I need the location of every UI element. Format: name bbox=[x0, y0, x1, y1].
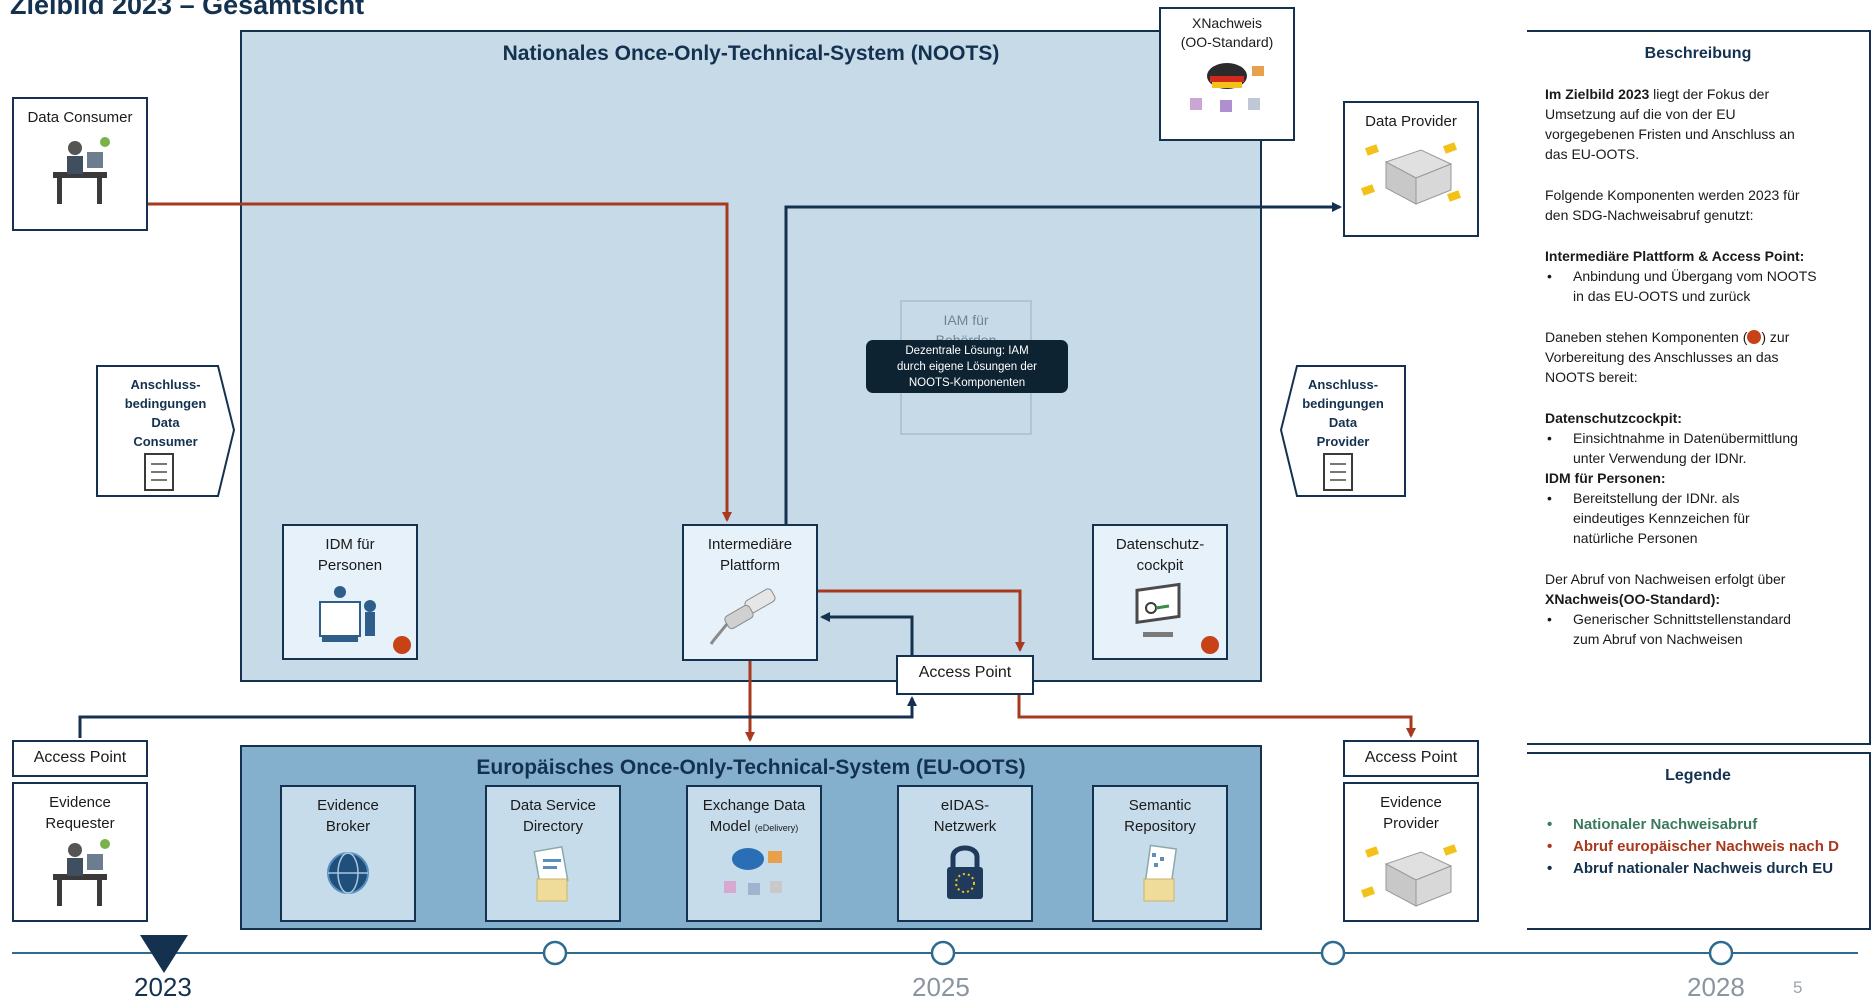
preparation-dot bbox=[1201, 636, 1219, 654]
plattform-label-2: Plattform bbox=[719, 557, 780, 574]
right-access-point: Access Point bbox=[1343, 740, 1479, 777]
xnachweis-label-1: XNachweis bbox=[1191, 15, 1263, 31]
arrow-plattform-to-provider bbox=[784, 202, 1342, 524]
beschreibung-title: Beschreibung bbox=[1644, 45, 1752, 62]
iam-tooltip: Dezentrale Lösung: IAM durch eigene Lösu… bbox=[866, 340, 1068, 393]
globe-icon bbox=[327, 852, 369, 894]
exchange-data-model-box: Exchange Data Model (eDelivery) bbox=[686, 785, 822, 922]
evidence-provider-label-1: Evidence bbox=[1380, 794, 1442, 811]
arrow-accesspoint-to-evidence-provider bbox=[1017, 695, 1416, 738]
anschluss-consumer-label: Anschluss- bedingungen Data Consumer bbox=[124, 377, 207, 449]
timeline-year-2028: 2028 bbox=[1687, 972, 1745, 1002]
building-network-icon bbox=[1360, 142, 1462, 205]
arrow-requester-to-accesspoint bbox=[78, 696, 917, 738]
arrow-plattform-to-accesspoint bbox=[818, 589, 1025, 652]
checklist-icon bbox=[1323, 453, 1353, 491]
left-access-point: Access Point bbox=[12, 740, 148, 777]
evidence-broker-box: Evidence Broker bbox=[280, 785, 416, 922]
building-network-icon bbox=[1360, 844, 1458, 907]
data-provider-box: Data Provider bbox=[1343, 101, 1479, 237]
xnachweis-box: XNachweis (OO-Standard) bbox=[1159, 7, 1295, 141]
document-folder-icon bbox=[533, 845, 569, 902]
intermediaere-plattform-box: Intermediäre Plattform bbox=[682, 524, 818, 661]
evidence-requester-box: Evidence Requester bbox=[12, 782, 148, 922]
noots-access-point: Access Point bbox=[896, 655, 1034, 695]
anschluss-consumer-shape bbox=[96, 365, 236, 497]
idm-label-2: Personen bbox=[317, 557, 383, 574]
timeline-marker-current bbox=[140, 935, 188, 973]
data-consumer-label: Data Consumer bbox=[27, 109, 133, 126]
page-title: Zielbild 2023 – Gesamtsicht bbox=[10, 0, 365, 20]
eu-oots-title: Europäisches Once-Only-Technical-System … bbox=[476, 756, 1026, 779]
data-provider-label: Data Provider bbox=[1365, 113, 1457, 130]
timeline-year-2025: 2025 bbox=[912, 972, 970, 1002]
semantic-repository-box: Semantic Repository bbox=[1092, 785, 1228, 922]
timeline-node bbox=[1708, 940, 1734, 966]
legend-item: Nationaler Nachweisabruf bbox=[1545, 814, 1851, 836]
datenschutz-label-1: Datenschutz- bbox=[1115, 536, 1205, 553]
timeline-year-2023: 2023 bbox=[134, 972, 192, 1002]
evidence-requester-label-1: Evidence bbox=[49, 794, 111, 811]
legende-panel: Legende Nationaler Nachweisabruf Abruf e… bbox=[1527, 752, 1871, 930]
cloud-network-icon bbox=[1190, 63, 1264, 112]
legend-item: Abruf nationaler Nachweis durch EU bbox=[1545, 858, 1851, 880]
evidence-provider-box: Evidence Provider bbox=[1343, 782, 1479, 922]
data-consumer-box: Data Consumer bbox=[12, 97, 148, 231]
office-worker-icon bbox=[53, 839, 110, 906]
eidas-netzwerk-box: eIDAS- Netzwerk bbox=[897, 785, 1033, 922]
idm-label-1: IDM für bbox=[325, 536, 375, 553]
evidence-requester-label-2: Requester bbox=[45, 815, 115, 832]
datenschutz-label-2: cockpit bbox=[1136, 557, 1184, 574]
document-folder-icon bbox=[1143, 844, 1178, 902]
plattform-label-1: Intermediäre bbox=[707, 536, 793, 553]
preparation-dot-inline bbox=[1747, 330, 1762, 344]
monitor-key-icon bbox=[1135, 582, 1181, 637]
evidence-provider-label-2: Provider bbox=[1383, 815, 1439, 832]
plug-connector-icon bbox=[709, 588, 776, 645]
office-worker-icon bbox=[53, 137, 110, 204]
timeline-node bbox=[1320, 940, 1346, 966]
padlock-icon bbox=[947, 845, 983, 899]
arrow-consumer-to-plattform bbox=[148, 202, 732, 522]
legend-item: Abruf europäischer Nachweis nach D bbox=[1545, 836, 1851, 858]
checklist-icon bbox=[144, 453, 174, 491]
id-card-person-icon bbox=[319, 586, 376, 642]
cloud-network-icon bbox=[724, 848, 782, 895]
arrow-accesspoint-to-plattform bbox=[820, 612, 914, 655]
noots-title: Nationales Once-Only-Technical-System (N… bbox=[502, 42, 1000, 65]
anschluss-provider-shape bbox=[1279, 365, 1406, 497]
beschreibung-panel: Beschreibung Im Zielbild 2023 liegt der … bbox=[1527, 30, 1871, 745]
page-number: 5 bbox=[1793, 978, 1803, 997]
xnachweis-label-2: (OO-Standard) bbox=[1180, 34, 1274, 50]
preparation-dot bbox=[393, 636, 411, 654]
legende-title: Legende bbox=[1665, 767, 1731, 784]
anschluss-provider-label: Anschluss- bedingungen Data Provider bbox=[1302, 377, 1384, 449]
timeline-node bbox=[542, 940, 568, 966]
timeline-node bbox=[930, 940, 956, 966]
data-service-directory-box: Data Service Directory bbox=[485, 785, 621, 922]
